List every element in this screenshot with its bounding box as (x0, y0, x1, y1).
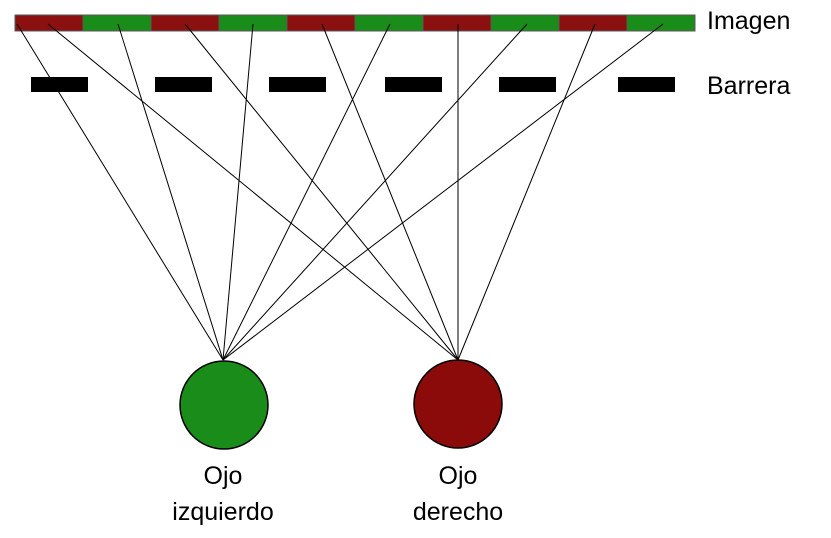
left-eye-ray (222, 23, 664, 361)
right-eye-ray (457, 23, 596, 361)
barrier-segment (385, 77, 442, 92)
right-eye-ray (47, 23, 459, 361)
image-strip-green-segment (354, 14, 424, 32)
left-eye-circle (179, 360, 269, 450)
light-rays (16, 23, 664, 361)
image-strip-green-segment (626, 14, 696, 32)
barrier-segment (618, 77, 675, 92)
barrier-segment (155, 77, 212, 92)
eyes (179, 359, 503, 450)
image-strip-red-segment (422, 14, 492, 32)
barrier-segment (269, 77, 326, 92)
image-strip-red-segment (150, 14, 220, 32)
left-eye-ray (222, 23, 254, 361)
left-eye-ray (222, 23, 391, 361)
right-eye-ray (184, 23, 459, 361)
right-eye-ray (321, 23, 459, 361)
left-eye-caption-line2: izquierdo (172, 498, 274, 527)
barrier-row-label: Barrera (707, 72, 791, 100)
image-strip-red-segment (286, 14, 356, 32)
left-eye-ray (16, 23, 224, 361)
left-eye-caption: Ojo izquierdo (133, 458, 313, 531)
image-strip-red-segment (14, 14, 84, 32)
barrier-segment (31, 77, 88, 92)
image-strip (14, 14, 696, 32)
right-eye-caption-line1: Ojo (438, 462, 478, 490)
left-eye-caption-line1: Ojo (203, 462, 243, 490)
barrier-row (31, 77, 675, 92)
left-eye-ray (222, 23, 528, 361)
image-strip-green-segment (490, 14, 560, 32)
right-eye-caption: Ojo derecho (368, 458, 548, 531)
right-eye-circle (413, 359, 503, 449)
right-eye-caption-line2: derecho (412, 498, 504, 527)
barrier-segment (499, 77, 556, 92)
left-eye-ray (117, 23, 224, 361)
image-strip-green-segment (82, 14, 152, 32)
image-row-label: Imagen (707, 7, 791, 35)
